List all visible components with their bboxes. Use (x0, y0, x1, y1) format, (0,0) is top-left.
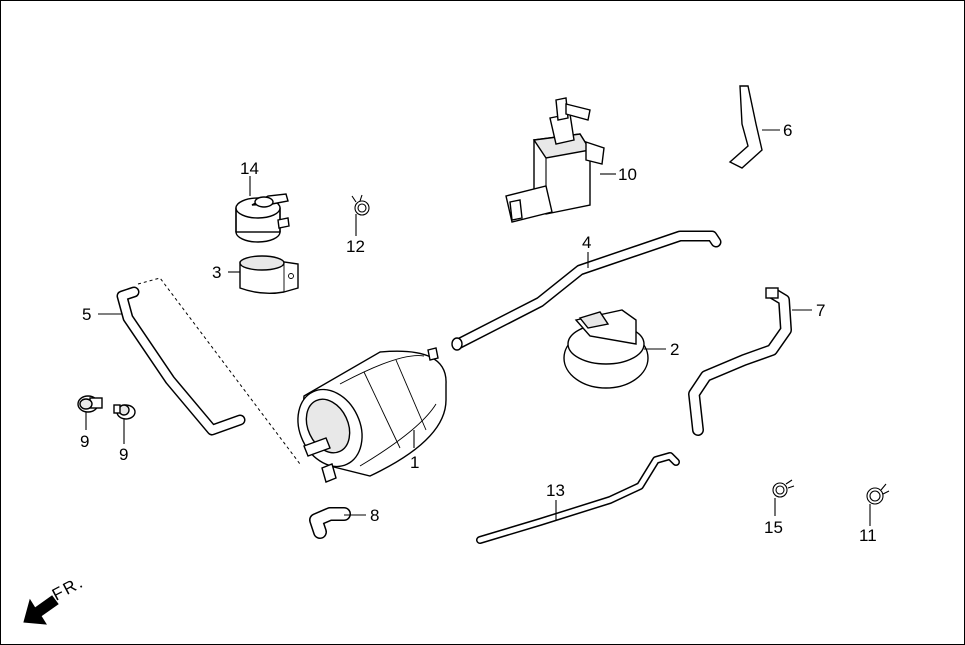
front-label: FR. (49, 572, 87, 604)
callout-3: 3 (212, 263, 221, 282)
part-5-pipe (116, 277, 301, 465)
part-15-clamp (772, 479, 795, 498)
callout-7: 7 (816, 301, 825, 320)
part-13-pipe (476, 452, 680, 544)
callout-11: 11 (859, 526, 877, 545)
callout-6: 6 (783, 121, 792, 140)
part-7-hose (688, 287, 792, 436)
callout-15: 15 (764, 518, 783, 537)
part-9-bolt-left (77, 395, 103, 413)
callout-5: 5 (82, 305, 91, 324)
leader-lines (85, 129, 871, 526)
part-2-band (563, 309, 649, 389)
callout-2: 2 (670, 340, 679, 359)
part-14-valve (235, 193, 290, 243)
callout-9-right: 9 (119, 445, 128, 464)
callout-1: 1 (410, 453, 419, 472)
callout-10: 10 (618, 165, 637, 184)
callout-labels: 1 2 3 4 5 6 7 8 9 9 10 11 12 13 14 15 (80, 121, 877, 545)
part-1-canister (297, 347, 447, 483)
callout-12: 12 (346, 237, 365, 256)
callout-13: 13 (546, 481, 565, 500)
part-8-elbow (309, 507, 351, 539)
part-11-clamp (866, 483, 890, 505)
part-12-clamp (351, 194, 370, 216)
callout-9-left: 9 (80, 432, 89, 451)
part-9-bolt-right (113, 404, 136, 420)
front-arrow-icon (23, 595, 59, 625)
callout-14: 14 (240, 159, 259, 178)
part-4-pipe (451, 230, 722, 351)
callout-8: 8 (370, 506, 379, 525)
callout-4: 4 (582, 233, 591, 252)
part-6-hose (728, 85, 763, 169)
part-3-bracket (239, 255, 299, 295)
front-direction-indicator: FR. (23, 572, 87, 625)
part-10-solenoid (505, 97, 605, 223)
